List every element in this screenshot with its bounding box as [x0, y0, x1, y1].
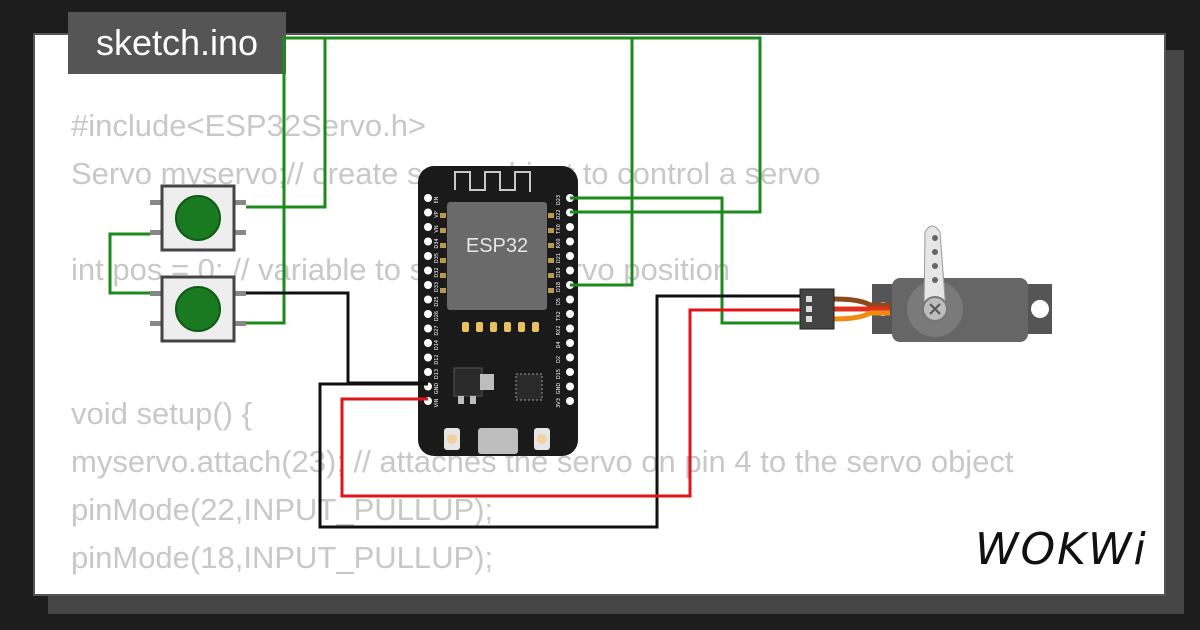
- wire-button2-signal: [246, 36, 762, 325]
- pin-rx0[interactable]: [566, 237, 574, 246]
- pin-d12[interactable]: [424, 353, 432, 362]
- pin-label-d18: D18: [556, 282, 562, 292]
- pin-d4[interactable]: [566, 339, 574, 347]
- pin-label-vin: VIN: [434, 398, 440, 407]
- pin-label-tx0: TX0: [556, 224, 562, 235]
- pin-vp[interactable]: [424, 208, 432, 217]
- usb-port: [478, 428, 518, 454]
- pin-d34[interactable]: [424, 237, 432, 246]
- pin-label-d13: D13: [434, 369, 440, 379]
- file-tab[interactable]: sketch.ino: [68, 12, 286, 74]
- pin-d33[interactable]: [424, 281, 432, 289]
- pin-label-d33: D33: [434, 282, 440, 292]
- push-button-1[interactable]: [150, 184, 246, 252]
- pin-label-d12: D12: [434, 354, 440, 364]
- pin-label-3v3: 3V3: [556, 398, 562, 408]
- pin-label-tx2: TX2: [556, 311, 562, 322]
- pin-label-d32: D32: [434, 267, 440, 277]
- wire-servo-signal: [570, 196, 800, 325]
- pin-tx0[interactable]: [566, 223, 574, 231]
- pin-label-vp: VP: [434, 211, 440, 217]
- pin-label-d14: D14: [434, 340, 440, 350]
- pin-label-d25: D25: [434, 296, 440, 306]
- pin-d13[interactable]: [424, 368, 432, 376]
- pin-label-vn: VN: [434, 225, 440, 232]
- pin-d5[interactable]: [566, 295, 574, 304]
- esp32-module: [447, 202, 547, 310]
- push-button-2[interactable]: [150, 275, 246, 343]
- pin-d27[interactable]: [424, 324, 432, 333]
- wire-gnd-servo: [318, 294, 800, 529]
- pin-label-d23: D23: [556, 195, 562, 205]
- code-line-1: #include<ESP32Servo.h>: [71, 108, 427, 143]
- pin-d35[interactable]: [424, 252, 432, 260]
- pin-label-d2: D2: [556, 356, 562, 363]
- pin-d2[interactable]: [566, 353, 574, 362]
- pin-label-d34: D34: [434, 238, 440, 248]
- pin-d21[interactable]: [566, 252, 574, 260]
- pin-label-d27: D27: [434, 325, 440, 335]
- pin-label-d21: D21: [556, 253, 562, 263]
- pin-label-d19: D19: [556, 267, 562, 277]
- code-line-4: void setup() {: [71, 396, 252, 431]
- pin-label-gnd: GND: [556, 383, 562, 395]
- code-line-7: pinMode(18,INPUT_PULLUP);: [71, 540, 494, 575]
- pin-label-rx0: RX0: [556, 238, 562, 248]
- code-line-6: pinMode(22,INPUT_PULLUP);: [71, 492, 494, 527]
- wokwi-logo: WOKWi: [975, 524, 1148, 575]
- pin-tx2[interactable]: [566, 310, 574, 318]
- wire-vin-servo: [340, 308, 800, 498]
- pin-label-d22: D22: [556, 209, 562, 219]
- pin-label-d15: D15: [556, 369, 562, 379]
- pin-rx2[interactable]: [566, 324, 574, 333]
- pin-label-gnd: GND: [434, 383, 440, 395]
- chip-label: ESP32: [466, 235, 528, 257]
- wires: [108, 36, 800, 529]
- pin-label-d5: D5: [556, 298, 562, 305]
- pin-label-en: EN: [434, 196, 440, 203]
- pin-3v3[interactable]: [566, 397, 574, 405]
- pin-label-rx2: RX2: [556, 325, 562, 335]
- pin-label-d35: D35: [434, 253, 440, 263]
- wire-button1-signal: [246, 38, 327, 209]
- wire-d18: [570, 38, 634, 287]
- servo-motor[interactable]: [799, 225, 1052, 342]
- pin-d14[interactable]: [424, 339, 432, 347]
- pin-d25[interactable]: [424, 295, 432, 304]
- pin-gnd[interactable]: [566, 382, 574, 391]
- wire-gnd-button: [246, 291, 428, 385]
- pin-d26[interactable]: [424, 310, 432, 318]
- pin-d19[interactable]: [566, 266, 574, 275]
- pin-en[interactable]: [424, 194, 432, 202]
- pin-vn[interactable]: [424, 223, 432, 231]
- wire-button-link: [108, 232, 150, 295]
- pin-d15[interactable]: [566, 368, 574, 376]
- pin-label-d4: D4: [556, 341, 562, 348]
- pin-label-d26: D26: [434, 311, 440, 321]
- pin-d32[interactable]: [424, 266, 432, 275]
